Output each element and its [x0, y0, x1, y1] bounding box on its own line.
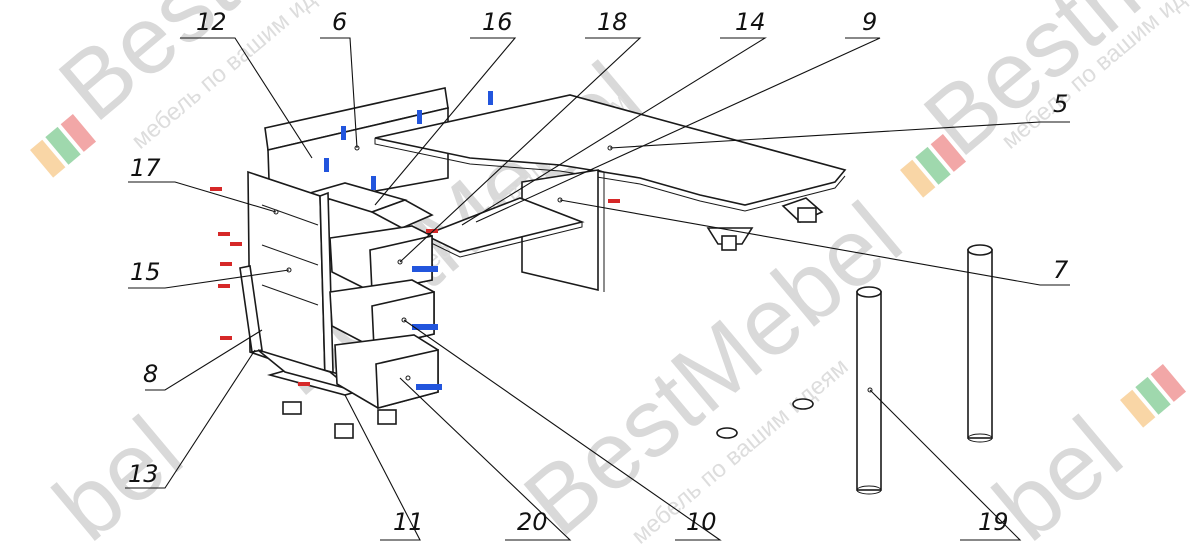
screw-blue: [412, 324, 438, 330]
callout-15: 15: [130, 258, 161, 286]
leg-right: [967, 244, 993, 443]
leader-14: [461, 37, 767, 226]
callout-9: 9: [862, 8, 877, 36]
drawer-middle: [329, 279, 435, 349]
fasteners: [210, 91, 620, 390]
screw-blue: [488, 91, 493, 105]
leader-5: [609, 121, 1070, 149]
side-support-edge: [597, 169, 605, 173]
leader-18: [399, 37, 642, 263]
callout-8: 8: [143, 360, 158, 388]
leader-10: [403, 319, 722, 541]
panel-line: [261, 244, 319, 266]
screw-red: [220, 336, 232, 340]
screw-red: [220, 262, 232, 266]
leader-7: [559, 199, 1070, 286]
foot-glide: [792, 398, 814, 410]
screw-red: [218, 232, 230, 236]
callout-11: 11: [393, 508, 424, 536]
callout-labels: 12 6 16 18 14 9 5 17 15 7 8 13 11 20 10 …: [128, 8, 1069, 536]
screw-blue: [412, 266, 438, 272]
leader-17: [128, 181, 277, 213]
watermark-logo: [1120, 364, 1187, 428]
desk-parts: [239, 87, 993, 495]
shelf-board: [370, 199, 434, 229]
screw-red: [426, 229, 438, 233]
callout-13: 13: [128, 460, 159, 488]
leg-bracket: [781, 197, 824, 223]
panel-line: [261, 284, 319, 306]
panel-line: [261, 204, 319, 226]
callout-19: 19: [978, 508, 1009, 536]
screw-red: [608, 199, 620, 203]
callout-10: 10: [686, 508, 717, 536]
pedestal-front-panel: [239, 265, 263, 353]
part-marker: [273, 209, 279, 215]
leader-lines: [125, 37, 1070, 541]
screw-red: [230, 242, 242, 246]
screw-red: [298, 382, 310, 386]
leader-16: [374, 37, 517, 206]
watermark-logo: [30, 114, 97, 178]
screw-blue: [324, 158, 329, 172]
leader-9: [475, 37, 881, 223]
leader-13: [125, 349, 256, 489]
desktop-edge: [374, 138, 846, 212]
callout-5: 5: [1053, 90, 1068, 118]
leg-left: [856, 286, 882, 495]
screw-red: [210, 187, 222, 191]
leader-12: [180, 37, 313, 159]
foot-adjuster: [377, 409, 397, 425]
callout-17: 17: [130, 154, 161, 182]
callout-20: 20: [517, 508, 548, 536]
foot-adjuster: [282, 401, 302, 415]
callout-18: 18: [597, 8, 628, 36]
screw-blue: [341, 126, 346, 140]
leader-20: [399, 377, 572, 541]
watermark-logo: [900, 134, 967, 198]
callout-6: 6: [332, 8, 347, 36]
leader-19: [869, 389, 1022, 541]
callout-14: 14: [735, 8, 766, 36]
leader-15: [128, 269, 290, 289]
callout-12: 12: [196, 8, 227, 36]
foot-glide: [716, 427, 738, 439]
watermark-brand-bottom-left: bel: [35, 397, 202, 547]
drawer-bottom: [334, 334, 439, 410]
callout-7: 7: [1053, 256, 1069, 284]
drawer-top: [329, 225, 433, 293]
screw-red: [218, 284, 230, 288]
leader-11: [344, 394, 421, 541]
callout-16: 16: [482, 8, 513, 36]
leg-bracket: [706, 227, 754, 251]
leader-6: [320, 37, 358, 149]
leader-8: [145, 329, 263, 391]
screw-blue: [417, 110, 422, 124]
screw-blue: [416, 384, 442, 390]
foot-adjuster: [334, 423, 354, 439]
screw-blue: [371, 176, 376, 190]
watermark-layer: Best мебель по вашим идеям BestMebel меб…: [30, 0, 1200, 547]
